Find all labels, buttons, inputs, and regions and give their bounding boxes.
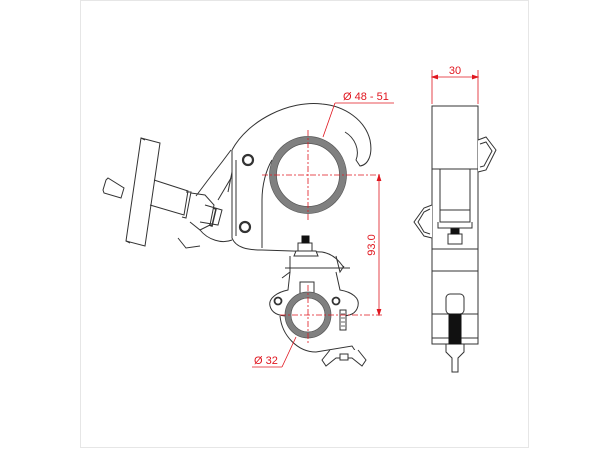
handle-knob xyxy=(102,137,233,249)
dimension-30 xyxy=(430,70,480,104)
dimension-93 xyxy=(376,173,382,317)
dimension-label-32: Ø 32 xyxy=(254,355,278,367)
clamp-body xyxy=(195,102,372,279)
rivet-hole-upper xyxy=(241,153,255,167)
leader-32 xyxy=(252,336,297,368)
dimension-label-48-51: Ø 48 - 51 xyxy=(343,91,389,103)
front-view: 93.0 Ø 48 - 51 Ø 32 xyxy=(102,91,394,368)
dimension-label-93: 93.0 xyxy=(366,234,378,255)
rivet-hole-lower xyxy=(238,220,252,234)
dimension-label-30: 30 xyxy=(449,65,461,77)
small-clamp xyxy=(269,271,367,367)
leader-48-51 xyxy=(322,102,394,138)
side-view: 30 xyxy=(413,65,497,373)
center-lines xyxy=(262,130,382,345)
